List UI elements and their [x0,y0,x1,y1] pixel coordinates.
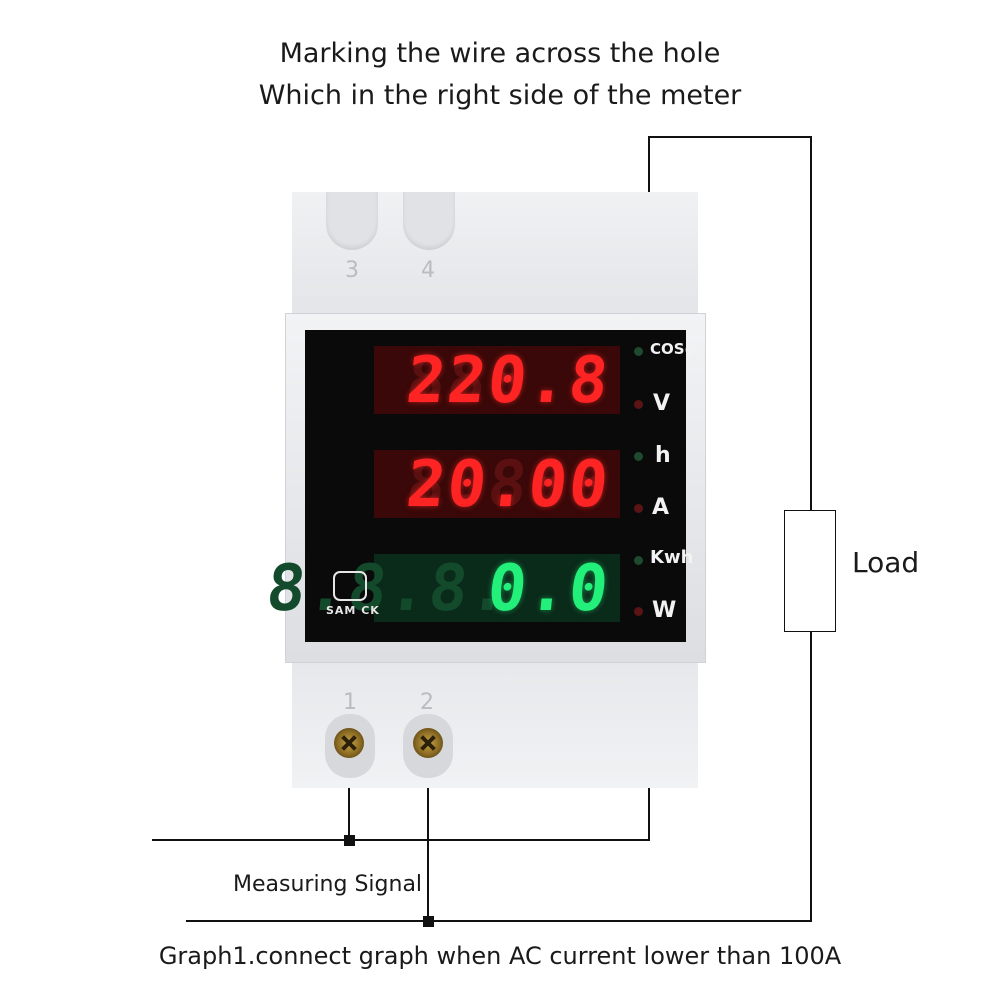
footer-caption: Graph1.connect graph when AC current low… [158,942,842,970]
terminal-number-4: 4 [421,258,435,283]
header-line-1: Marking the wire across the hole [279,38,721,69]
terminal-number-3: 3 [345,258,359,283]
unit-label-cos: COSφ [650,340,697,358]
power-reading: 0.0 [484,552,614,626]
sam-ck-button-label: SAM CK [326,604,380,617]
wire-top-horizontal [648,136,812,138]
junction-node-1 [344,835,355,846]
unit-label-h: h [655,443,671,468]
load-resistor [784,510,836,632]
indicator-led-a [634,504,643,513]
indicator-led-cos [634,347,643,356]
indicator-led-v [634,400,643,409]
wire-left-horizontal [152,839,650,841]
sam-ck-button[interactable] [333,571,367,601]
current-reading: 20.00 [403,448,614,522]
measuring-signal-label: Measuring Signal [233,872,423,897]
unit-label-w: W [652,598,677,623]
terminal-number-1: 1 [343,690,357,715]
unit-label-a: A [652,495,670,520]
indicator-led-h [634,452,643,461]
wire-bottom-return [186,920,812,922]
unit-label-kwh: Kwh [650,547,694,568]
wire-terminal-1 [348,786,350,840]
wire-meter-right-down [648,786,650,841]
junction-node-2 [423,916,434,927]
unit-label-v: V [653,391,671,416]
display-row-voltage: 888.8 220.8 [374,344,620,418]
header-line-2: Which in the right side of the meter [258,80,742,111]
display-row-power: 8.8.8. 0.0 [263,552,620,626]
terminal-number-2: 2 [420,690,434,715]
terminal-slot-3 [326,192,378,250]
indicator-led-kwh [634,556,643,565]
screw-icon [334,728,364,758]
display-row-current: 8.888 20.00 [374,448,620,522]
terminal-slot-4 [403,192,455,250]
power-ghost-digits: 8.8.8. [262,552,514,626]
wire-terminal-2 [427,786,429,921]
voltage-reading: 220.8 [403,344,614,418]
wire-top-vertical [648,136,650,194]
screw-icon [413,728,443,758]
indicator-led-w [634,607,643,616]
load-label: Load [852,546,920,579]
